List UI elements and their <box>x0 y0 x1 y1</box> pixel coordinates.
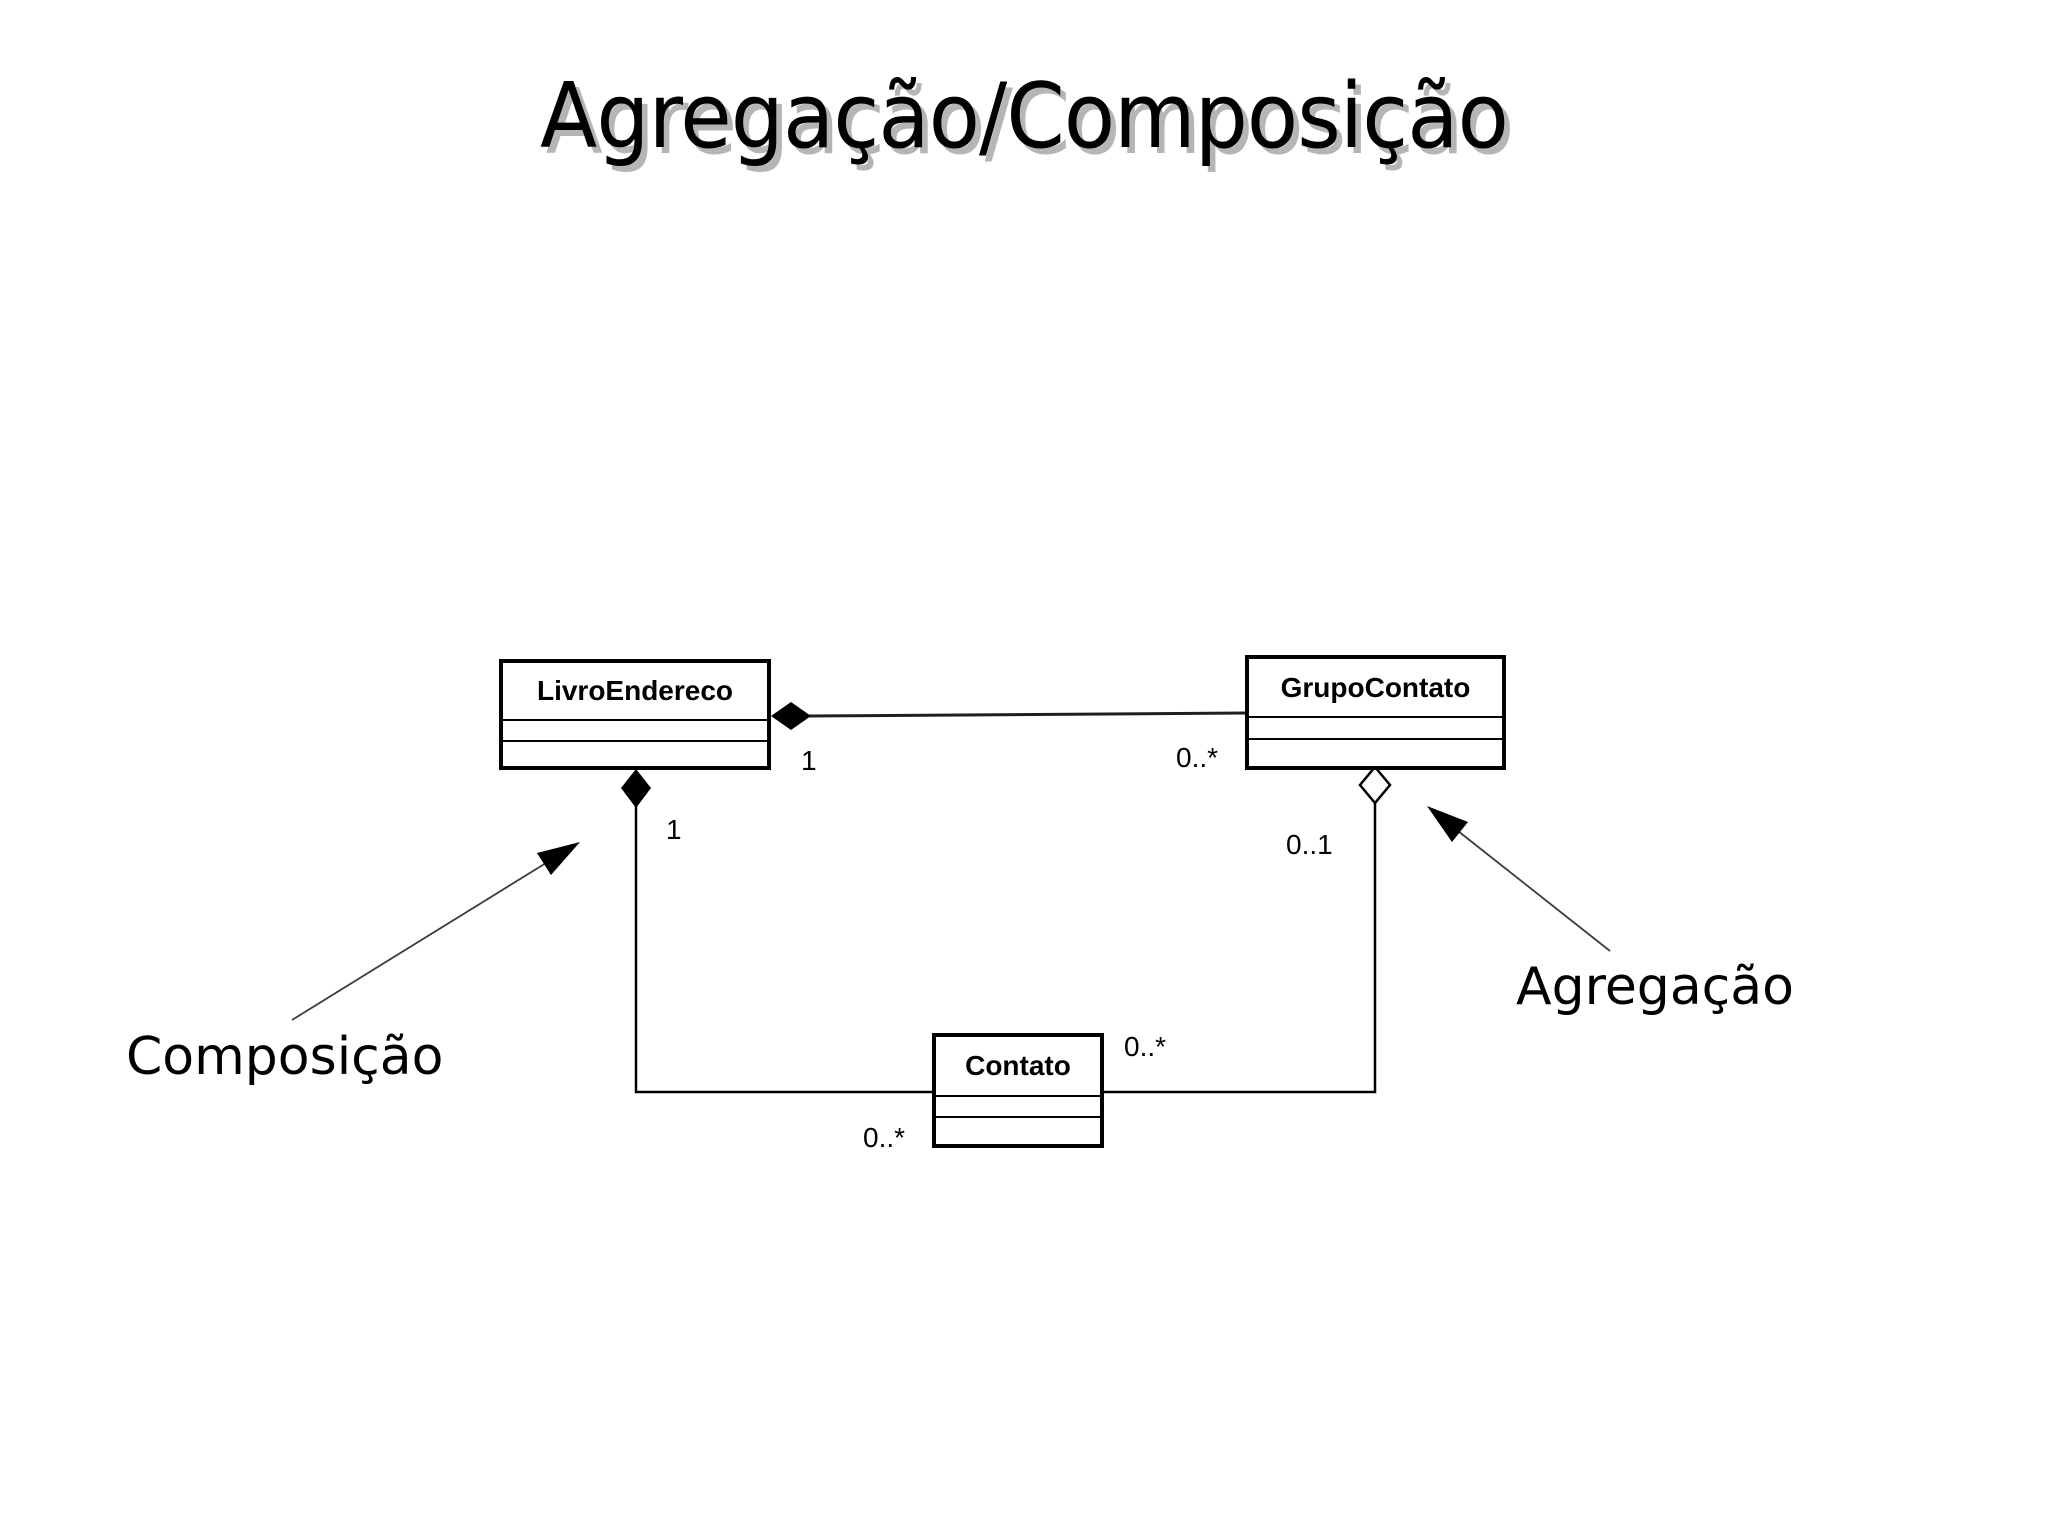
multiplicity-label: 0..* <box>1176 742 1219 773</box>
operations-compartment <box>936 1116 1100 1144</box>
attributes-compartment <box>936 1095 1100 1116</box>
multiplicity-label: 1 <box>801 745 817 776</box>
multiplicity-label: 1 <box>666 814 682 845</box>
aggregation-line-grupo-contato <box>1104 802 1377 1094</box>
operations-compartment <box>503 740 767 766</box>
multiplicity-label: 0..* <box>1124 1031 1167 1062</box>
composicao-arrowhead-icon <box>537 842 580 875</box>
composicao-arrow-line <box>291 862 547 1021</box>
annotation-composicao-label: Composição <box>126 1027 444 1087</box>
class-box-grupocontato: GrupoContato <box>1245 655 1506 770</box>
agregacao-arrow-line <box>1457 830 1611 952</box>
multiplicity-label: 0..1 <box>1286 829 1333 860</box>
agregacao-arrowhead-icon <box>1427 806 1468 842</box>
multiplicity-label: 0..* <box>863 1122 906 1153</box>
annotation-agregacao-label: Agregação <box>1516 957 1794 1017</box>
composition-diamond-icon-bottom <box>621 769 651 808</box>
operations-compartment <box>1249 738 1502 766</box>
composition-diamond-icon-right <box>771 702 811 730</box>
class-box-livroendereco: LivroEndereco <box>499 659 771 770</box>
aggregation-diamond-icon <box>1358 765 1392 805</box>
class-name: GrupoContato <box>1280 671 1471 703</box>
page-title: Agregação/Composição <box>540 64 1509 169</box>
class-box-contato: Contato <box>932 1033 1104 1148</box>
attributes-compartment <box>1249 716 1502 738</box>
class-name: Contato <box>965 1050 1071 1081</box>
composition-line-livro-contato <box>634 806 932 1094</box>
association-line-livro-grupo <box>807 711 1247 718</box>
attributes-compartment <box>503 719 767 740</box>
class-name: LivroEndereco <box>536 675 734 706</box>
